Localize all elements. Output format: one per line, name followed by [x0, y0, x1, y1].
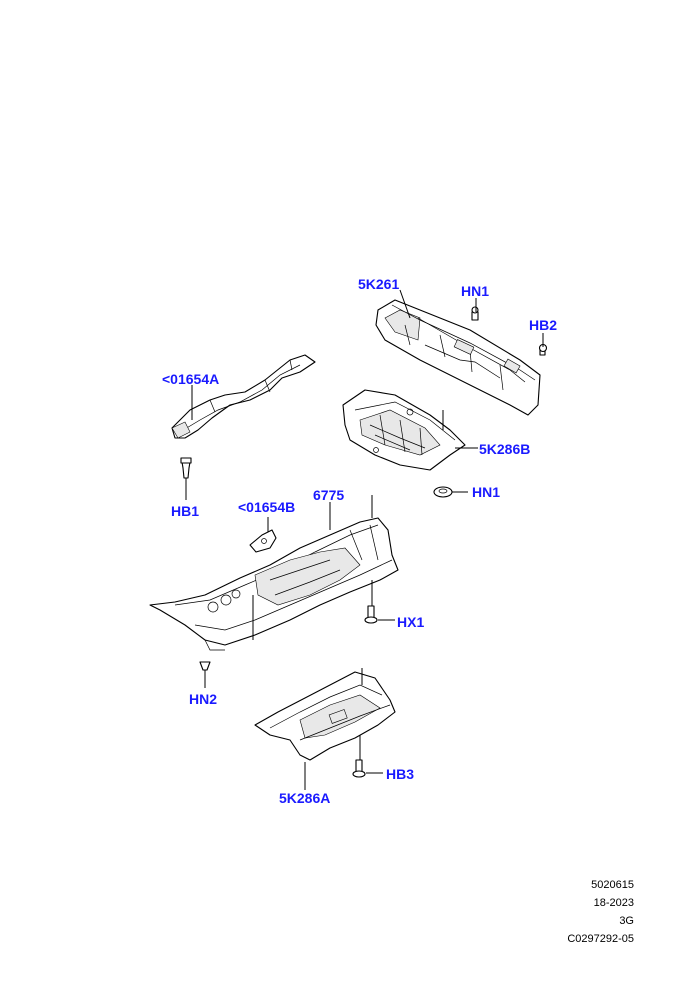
heat-shield-5k261 — [375, 299, 541, 416]
callout-hb1: HB1 — [171, 503, 199, 519]
footer-ref-4: C0297292-05 — [567, 933, 634, 945]
footer-ref-1: 5020615 — [591, 879, 634, 891]
fastener-hn1-mid — [433, 486, 453, 498]
bracket-01654b — [249, 529, 277, 553]
footer-ref-3: 3G — [619, 915, 634, 927]
callout-hb3: HB3 — [386, 766, 414, 782]
fastener-hx1 — [364, 605, 378, 624]
callout-hb2: HB2 — [529, 317, 557, 333]
callout-hn1-top: HN1 — [461, 283, 489, 299]
fastener-hb1 — [180, 457, 192, 479]
heat-shield-6775 — [149, 517, 399, 651]
callout-hn2: HN2 — [189, 691, 217, 707]
callout-01654b: <01654B — [238, 499, 295, 515]
bracket-01654a — [171, 354, 316, 439]
callout-6775: 6775 — [313, 487, 344, 503]
callout-hx1: HX1 — [397, 614, 424, 630]
fastener-hb3 — [352, 759, 366, 778]
fastener-hb2 — [538, 343, 548, 356]
fastener-hn2 — [199, 661, 211, 671]
heat-shield-5k286a — [254, 671, 396, 761]
fastener-hn1-top — [471, 306, 479, 321]
callout-hn1-mid: HN1 — [472, 484, 500, 500]
footer-ref-2: 18-2023 — [593, 897, 634, 909]
callout-5k261: 5K261 — [358, 276, 399, 292]
heat-shield-5k286b — [342, 389, 466, 471]
leader-lines — [185, 289, 544, 790]
callout-5k286a: 5K286A — [279, 790, 330, 806]
callout-01654a: <01654A — [162, 371, 219, 387]
callout-5k286b: 5K286B — [479, 441, 530, 457]
